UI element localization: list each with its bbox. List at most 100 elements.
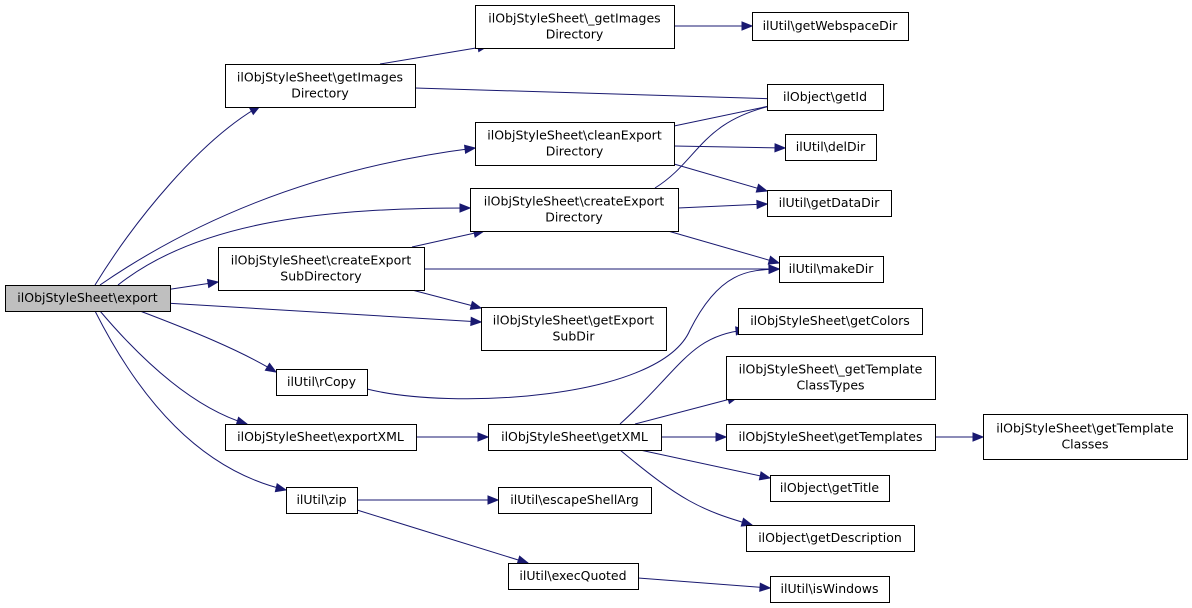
edge-arrowhead	[972, 432, 985, 442]
edge-line	[379, 45, 489, 65]
edge-arrowhead	[470, 316, 483, 327]
node-label: Directory	[545, 210, 603, 225]
node-label: ClassTypes	[796, 378, 864, 393]
node-escapeShellArg[interactable]: ilUtil\escapeShellArg	[498, 487, 652, 514]
node-label: SubDir	[552, 329, 595, 344]
node-isWindows[interactable]: ilUtil\isWindows	[770, 576, 890, 603]
edge-arrowhead	[774, 143, 787, 153]
node-box	[770, 475, 890, 502]
node-box	[785, 134, 877, 161]
node-label: SubDirectory	[280, 269, 362, 284]
node-label: Directory	[546, 144, 604, 159]
edge-line	[673, 145, 786, 149]
edge-arrowhead	[469, 300, 483, 310]
edge-cleanExportDirectory-to-getId	[673, 101, 781, 127]
node-exportXML[interactable]: ilObjStyleSheet\exportXML	[225, 424, 417, 451]
edge-arrowhead	[741, 21, 754, 31]
edge-getXML-to-getDescription	[619, 449, 754, 527]
edge-arrowhead	[487, 495, 500, 505]
edge-line	[414, 87, 780, 100]
node-getDescription[interactable]: ilObject\getDescription	[746, 525, 915, 552]
node-box	[752, 12, 909, 41]
edge-arrowhead	[758, 471, 772, 481]
node-getDataDir[interactable]: ilUtil\getDataDir	[767, 190, 892, 217]
node-box	[767, 190, 892, 217]
node-getWebspaceDir[interactable]: ilUtil\getWebspaceDir	[752, 12, 909, 41]
node-box	[767, 84, 884, 111]
edge-arrowhead	[759, 582, 772, 592]
node-label: ilObject\getDescription	[758, 530, 902, 545]
node-getColors[interactable]: ilObjStyleSheet\getColors	[738, 308, 923, 335]
edge-arrowhead	[477, 432, 490, 442]
node-getXML[interactable]: ilObjStyleSheet\getXML	[488, 424, 662, 451]
node-label: ilUtil\makeDir	[789, 261, 875, 276]
node-label: ilObjStyleSheet\getTemplates	[738, 429, 922, 444]
node-label: ilObjStyleSheet\export	[17, 290, 158, 305]
node-label: ilObjStyleSheet\cleanExport	[487, 128, 662, 143]
node-box	[5, 285, 171, 312]
node-label: ilObjStyleSheet\createExport	[484, 194, 665, 209]
node-label: ilUtil\isWindows	[781, 581, 879, 596]
edge-export-to-createExportSubDirectory	[164, 278, 220, 291]
node-label: ilObjStyleSheet\exportXML	[237, 429, 404, 444]
node-label: ilUtil\delDir	[796, 139, 866, 154]
edge-cleanExportDirectory-to-getDataDir	[673, 163, 769, 193]
edge-line	[673, 103, 780, 127]
edge-arrowhead	[756, 199, 769, 210]
node-box	[225, 424, 417, 451]
node-box	[475, 5, 675, 49]
node-box	[475, 122, 675, 166]
edge-rCopy-to-makeDir	[366, 264, 781, 400]
node-getTitle[interactable]: ilObject\getTitle	[770, 475, 890, 502]
edge-exportXML-to-getXML	[416, 432, 490, 442]
node-box	[779, 256, 884, 283]
node-label: ilObjStyleSheet\createExport	[231, 253, 412, 268]
node-label: ilUtil\getDataDir	[779, 195, 881, 210]
node-label: ilObject\getId	[783, 89, 867, 104]
edge-line	[411, 230, 485, 248]
node-makeDir[interactable]: ilUtil\makeDir	[779, 256, 884, 283]
node-label: Directory	[291, 86, 349, 101]
edge-line	[99, 147, 476, 286]
edge-arrowhead	[715, 432, 728, 442]
node-label: ilObjStyleSheet\getTemplate	[996, 421, 1174, 436]
edge-execQuoted-to-isWindows	[637, 577, 772, 592]
node-box	[488, 424, 662, 451]
node-label: ilObject\getTitle	[780, 480, 879, 495]
node-delDir[interactable]: ilUtil\delDir	[785, 134, 877, 161]
node-rCopy[interactable]: ilUtil\rCopy	[276, 369, 368, 396]
edge-line	[677, 203, 768, 209]
node-getTemplates[interactable]: ilObjStyleSheet\getTemplates	[726, 424, 936, 451]
node-getId[interactable]: ilObject\getId	[767, 84, 884, 111]
edge-export-to-cleanExportDirectory	[99, 144, 477, 286]
edge-line	[139, 310, 277, 373]
node-box	[726, 356, 936, 400]
node-box	[746, 525, 915, 552]
edge-getXML-to-getTemplates	[661, 432, 728, 442]
node-label: ilObjStyleSheet\_getTemplate	[739, 362, 923, 377]
node-execQuoted[interactable]: ilUtil\execQuoted	[508, 563, 639, 590]
edge-zip-to-execQuoted	[356, 509, 530, 565]
node-box	[218, 247, 425, 291]
node-export[interactable]: ilObjStyleSheet\export	[5, 285, 171, 312]
edge-getImagesDirectory-to-getId	[414, 87, 781, 104]
node-zip[interactable]: ilUtil\zip	[286, 487, 358, 514]
node-box	[983, 414, 1188, 460]
edge-arrowhead	[264, 362, 278, 373]
edge-arrowhead	[459, 203, 472, 213]
edge-arrowhead	[516, 555, 530, 565]
edge-export-to-rCopy	[139, 310, 278, 373]
node-box	[481, 307, 667, 351]
edge-arrowhead	[740, 517, 754, 527]
edge-line	[164, 302, 482, 323]
edge-export-to-exportXML	[99, 310, 249, 426]
node-box	[286, 487, 358, 514]
